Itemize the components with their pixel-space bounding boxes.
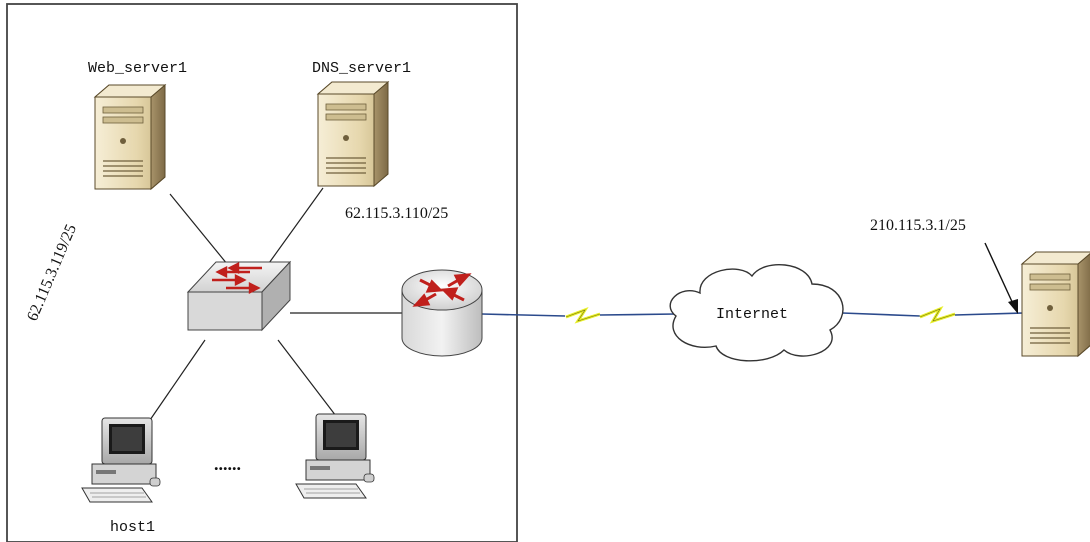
link-switch-host1 xyxy=(149,339,206,421)
link-dns-switch xyxy=(263,187,324,271)
ip-pointer-arrow xyxy=(984,242,1018,314)
host1-computer-icon xyxy=(81,417,161,503)
web-server-icon xyxy=(94,84,166,190)
web-server-label: Web_server1 xyxy=(88,60,187,77)
lan-links xyxy=(149,187,402,421)
wan-links xyxy=(481,305,1025,324)
lan-boundary xyxy=(6,3,518,542)
remote-ip-label: 210.115.3.1/25 xyxy=(870,217,966,234)
dns-ip-label: 62.115.3.110/25 xyxy=(345,205,448,222)
dns-server-icon xyxy=(317,81,389,187)
host1-label: host1 xyxy=(110,519,155,536)
router-icon xyxy=(401,269,483,357)
web-ip-label: 62.115.3.119/25 xyxy=(24,222,80,324)
switch-icon xyxy=(186,260,292,332)
host2-computer-icon xyxy=(295,413,375,499)
link-web-switch xyxy=(169,193,233,271)
remote-server-icon xyxy=(1021,251,1090,357)
hosts-ellipsis: ...... xyxy=(214,454,241,474)
link-switch-host2 xyxy=(277,339,337,417)
internet-label: Internet xyxy=(716,306,788,323)
dns-server-label: DNS_server1 xyxy=(312,60,411,77)
cloud-icon xyxy=(669,264,844,362)
